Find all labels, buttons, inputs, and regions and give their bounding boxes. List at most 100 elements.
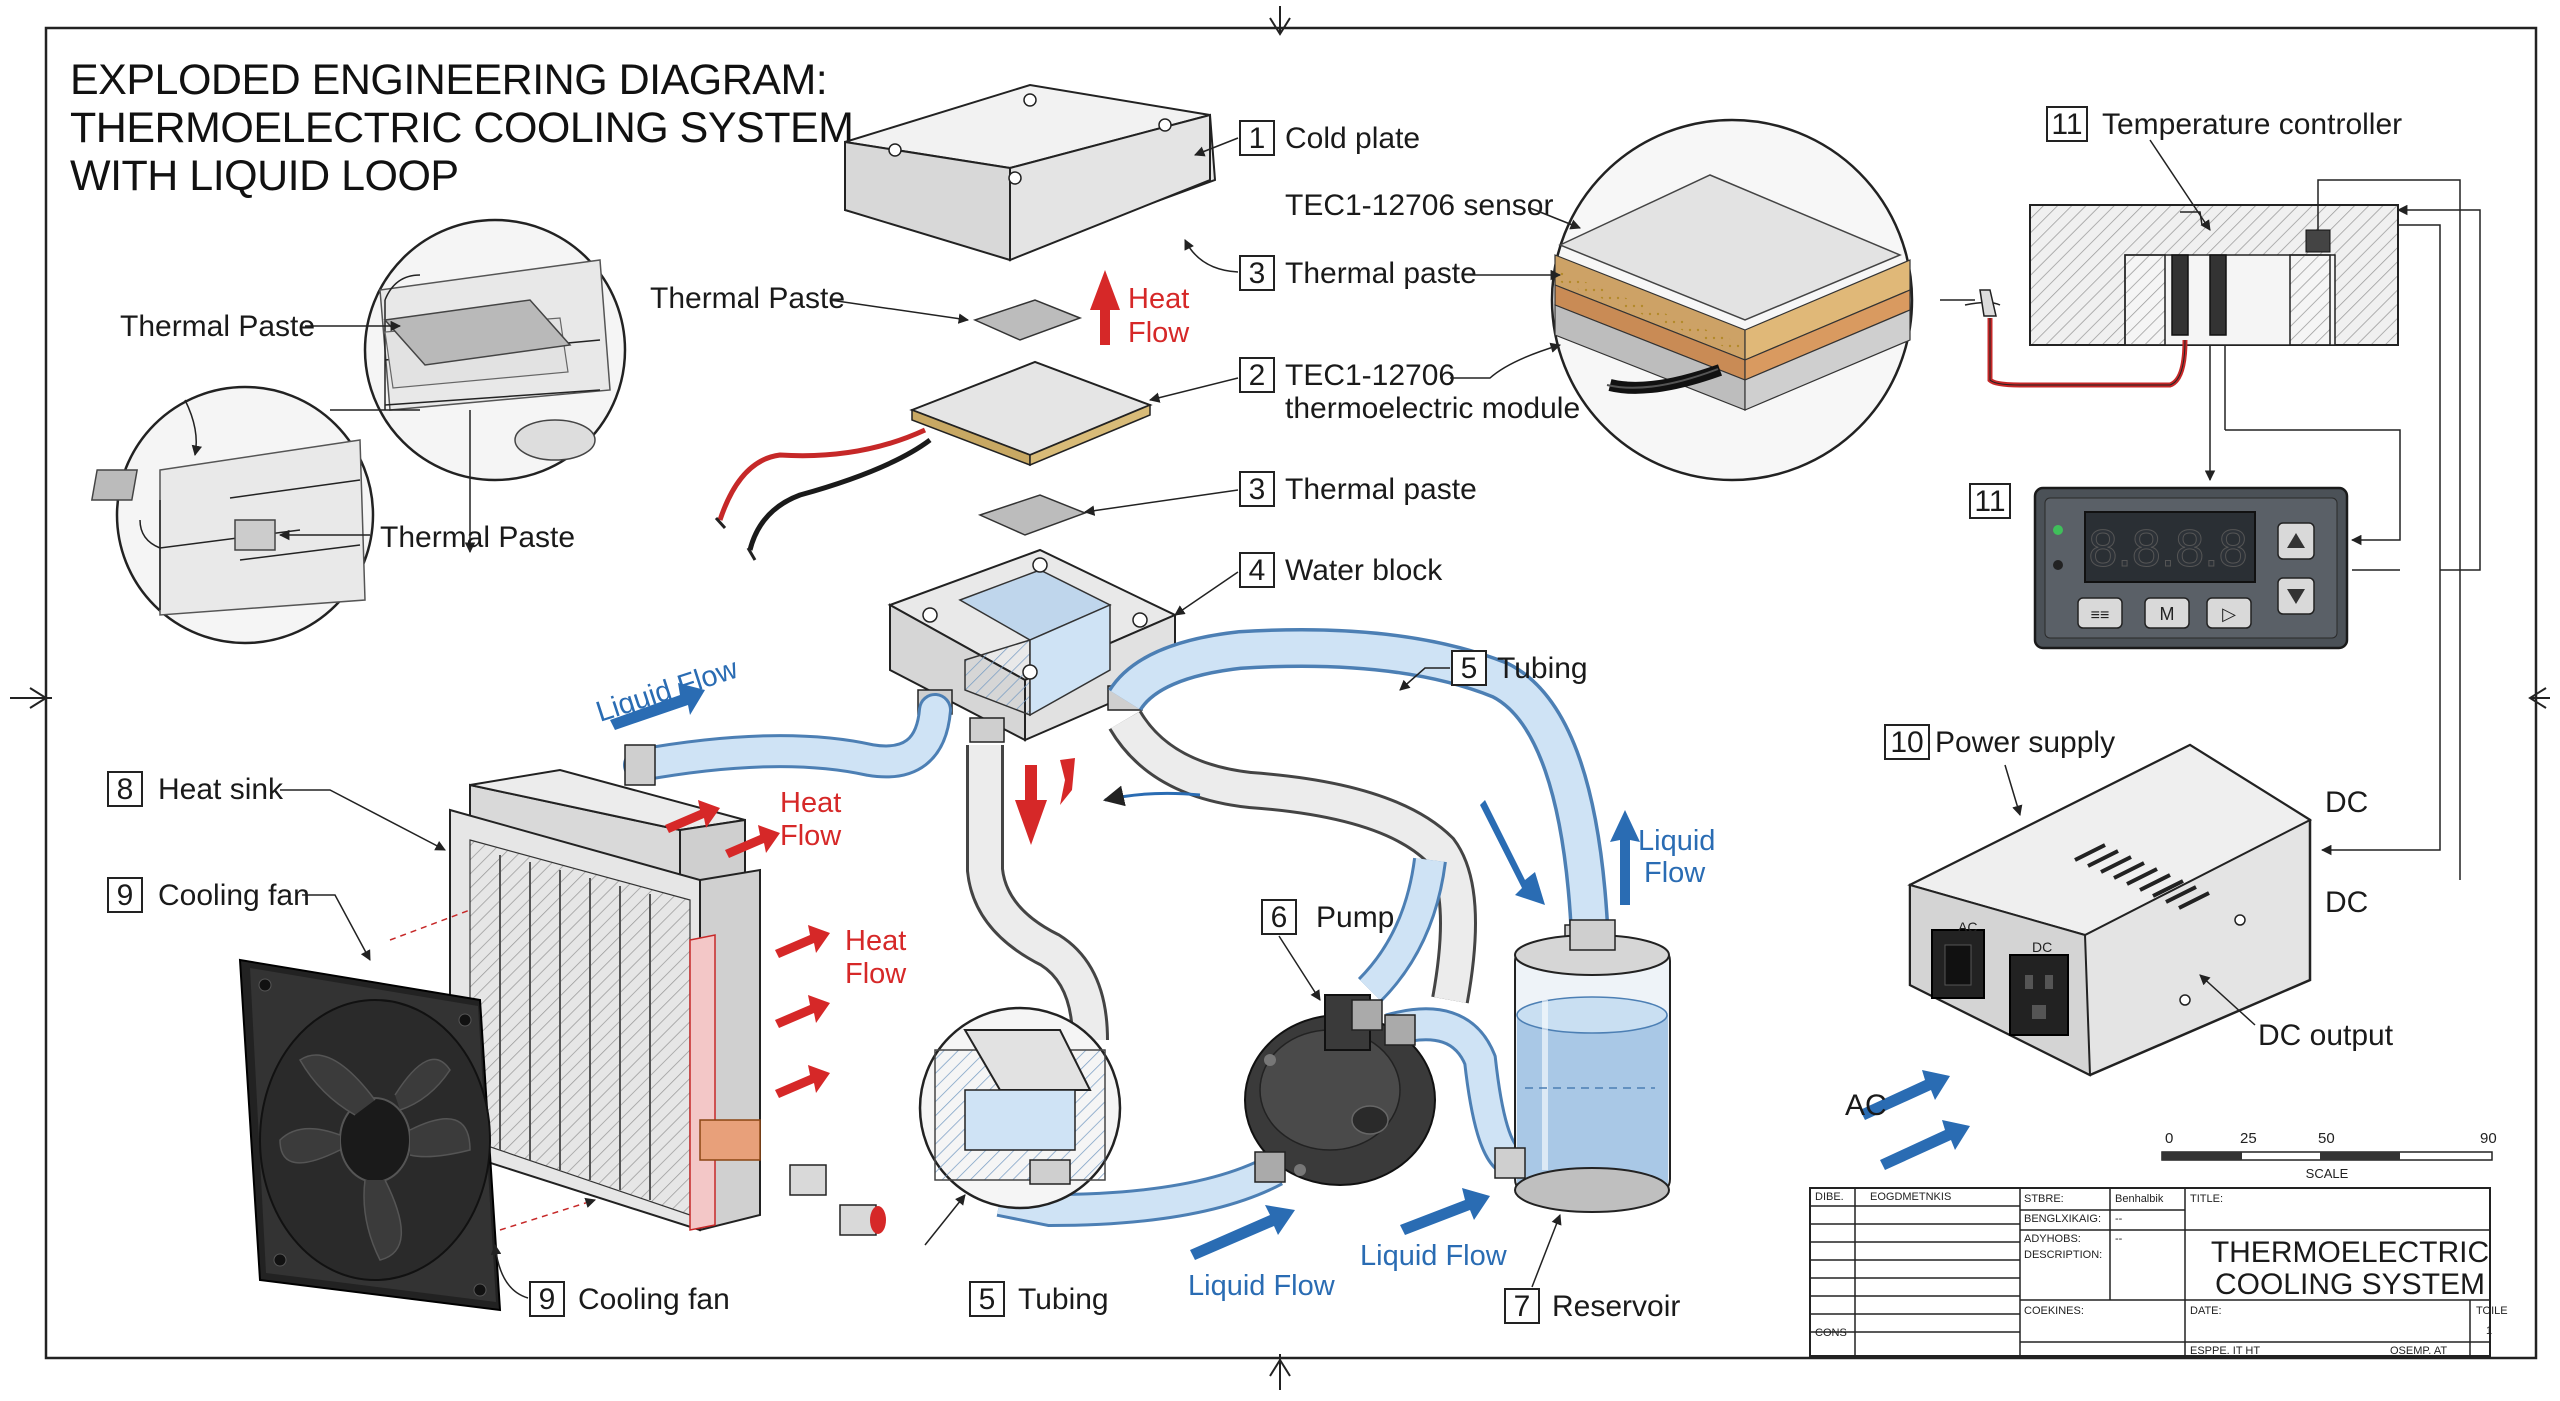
reservoir — [1494, 919, 1671, 1213]
thermal-paste-pad-bottom — [977, 494, 1088, 536]
callout-power-supply: 10 Power supply — [1884, 724, 2115, 817]
svg-text:25: 25 — [2240, 1130, 2257, 1147]
svg-text:Thermal paste: Thermal paste — [1285, 257, 1477, 290]
svg-text:DATE:: DATE: — [2190, 1305, 2222, 1317]
svg-text:≡≡: ≡≡ — [2091, 607, 2110, 624]
svg-text:11: 11 — [2051, 108, 2082, 141]
callout-water-block: 4 Water block — [1174, 552, 1443, 616]
svg-text:3: 3 — [1249, 473, 1266, 506]
callout-tec-module: 2 TEC1-12706 thermoelectric module — [1148, 342, 1580, 425]
svg-text:Cooling fan: Cooling fan — [578, 1283, 730, 1316]
svg-text:9: 9 — [117, 879, 134, 912]
scale-bar: 0 25 50 90 SCALE — [2161, 1130, 2497, 1181]
callout-temperature-controller: 11 Temperature controller — [2046, 106, 2402, 142]
heat-sink — [449, 768, 886, 1236]
thermal-paste-label-c: Thermal Paste — [650, 282, 845, 315]
svg-text:1: 1 — [1249, 122, 1266, 155]
controller-mode-button[interactable]: M — [2144, 597, 2190, 629]
callout-tubing-top: 5 Tubing — [1399, 650, 1588, 691]
callout-tec-sensor: TEC1-12706 sensor — [1285, 189, 1581, 230]
drawing-border — [44, 26, 2538, 1360]
svg-text:0: 0 — [2165, 1130, 2173, 1147]
liquid-flow-label-right-1: Liquid — [1638, 825, 1715, 857]
callout-cooling-fan-bottom: 9 Cooling fan — [490, 1243, 730, 1317]
heat-flow-arrow-up — [1090, 270, 1120, 345]
svg-text:5: 5 — [1461, 652, 1478, 685]
svg-text:DESCRIPTION:: DESCRIPTION: — [2024, 1249, 2102, 1261]
svg-text:10: 10 — [1890, 726, 1923, 759]
svg-text:Reservoir: Reservoir — [1552, 1290, 1680, 1323]
tec-module — [714, 360, 1153, 561]
title-block-title-2: COOLING SYSTEM — [2215, 1268, 2485, 1301]
svg-text:1: 1 — [2486, 1325, 2492, 1337]
svg-text:OSEMP. AT: OSEMP. AT — [2390, 1345, 2447, 1357]
dc-port-label: DC — [2032, 939, 2052, 955]
heat-flow-label-top-1: Heat — [1128, 283, 1189, 315]
svg-text:90: 90 — [2480, 1130, 2497, 1147]
svg-text:3: 3 — [1249, 257, 1266, 290]
diagram-title-line-1: EXPLODED ENGINEERING DIAGRAM: — [70, 56, 827, 104]
dc-label-2: DC — [2325, 886, 2368, 919]
tec-sensor-detail — [1550, 118, 1914, 482]
thermal-paste-label-b: Thermal Paste — [380, 521, 575, 554]
svg-text:Water block: Water block — [1285, 554, 1443, 587]
liquid-flow-arrows — [610, 683, 1970, 1260]
heat-flow-arrow-down — [1015, 758, 1075, 845]
cold-plate — [844, 83, 1217, 262]
callout-cooling-fan-left: 9 Cooling fan — [107, 877, 371, 961]
svg-text:8: 8 — [117, 773, 134, 806]
svg-text:thermoelectric module: thermoelectric module — [1285, 392, 1580, 425]
svg-text:5: 5 — [979, 1283, 996, 1316]
cooling-fan — [238, 958, 502, 1312]
title-block: DIBE. EOGDMETNKIS STBRE: Benhalbik BENGL… — [1809, 1187, 2508, 1357]
svg-text:4: 4 — [1249, 554, 1266, 587]
svg-text:M: M — [2160, 604, 2175, 624]
svg-text:BENGLXIKAIG:: BENGLXIKAIG: — [2024, 1213, 2101, 1225]
power-supply — [1907, 743, 2313, 1077]
heat-flow-label-mid-2: Flow — [780, 820, 842, 852]
svg-text:TITLE:: TITLE: — [2190, 1193, 2223, 1205]
svg-text:--: -- — [2115, 1233, 2123, 1245]
svg-text:7: 7 — [1514, 1290, 1531, 1323]
liquid-flow-label-left: Liquid Flow — [592, 653, 742, 729]
svg-text:Tubing: Tubing — [1497, 652, 1588, 685]
svg-text:ESPPE. IT HT: ESPPE. IT HT — [2190, 1345, 2260, 1357]
controller-menu-button[interactable]: ≡≡ — [2077, 597, 2123, 629]
heat-flow-label-top-2: Flow — [1128, 317, 1190, 349]
svg-text:EOGDMETNKIS: EOGDMETNKIS — [1870, 1191, 1951, 1203]
dc-label-1: DC — [2325, 786, 2368, 819]
svg-text:Benhalbik: Benhalbik — [2115, 1193, 2164, 1205]
controller-down-button[interactable] — [2277, 577, 2315, 615]
callout-pump: 6 Pump — [1261, 899, 1394, 1001]
heat-flow-label-mid-1: Heat — [780, 787, 841, 819]
svg-text:Power supply: Power supply — [1935, 726, 2115, 759]
svg-text:SCALE: SCALE — [2306, 1166, 2349, 1181]
ac-port-label: AC — [1958, 919, 1977, 935]
controller-play-button[interactable]: ▷ — [2206, 597, 2252, 629]
svg-text:TEC1-12706: TEC1-12706 — [1285, 359, 1455, 392]
svg-text:2: 2 — [1249, 359, 1266, 392]
thermal-paste-label-a: Thermal Paste — [120, 310, 315, 343]
temperature-controller-section — [1964, 204, 2399, 388]
pump — [1244, 994, 1436, 1186]
diagram-title-line-2: THERMOELECTRIC COOLING SYSTEM — [70, 104, 853, 152]
heat-flow-arrows-radiator — [665, 800, 830, 1098]
svg-text:9: 9 — [539, 1283, 556, 1316]
controller-display: 8.8.8.8 — [2088, 520, 2247, 578]
callout-reservoir: 7 Reservoir — [1504, 1214, 1680, 1324]
controller-up-button[interactable] — [2277, 522, 2315, 560]
tubing-network — [623, 628, 1614, 1228]
water-block — [887, 548, 1178, 743]
tubing-detail — [918, 1006, 1122, 1210]
flow-arrow-small — [1102, 785, 1201, 807]
thermal-paste-pad-top — [972, 299, 1083, 341]
liquid-flow-label-bottom-a: Liquid Flow — [1188, 1270, 1336, 1302]
liquid-flow-label-right-2: Flow — [1644, 857, 1706, 889]
svg-text:Cold plate: Cold plate — [1285, 122, 1420, 155]
callout-controller-unit: 11 — [1969, 483, 2011, 519]
svg-text:50: 50 — [2318, 1130, 2335, 1147]
callout-cold-plate: 1 Cold plate — [1194, 120, 1420, 157]
svg-text:TOILE: TOILE — [2476, 1305, 2508, 1317]
